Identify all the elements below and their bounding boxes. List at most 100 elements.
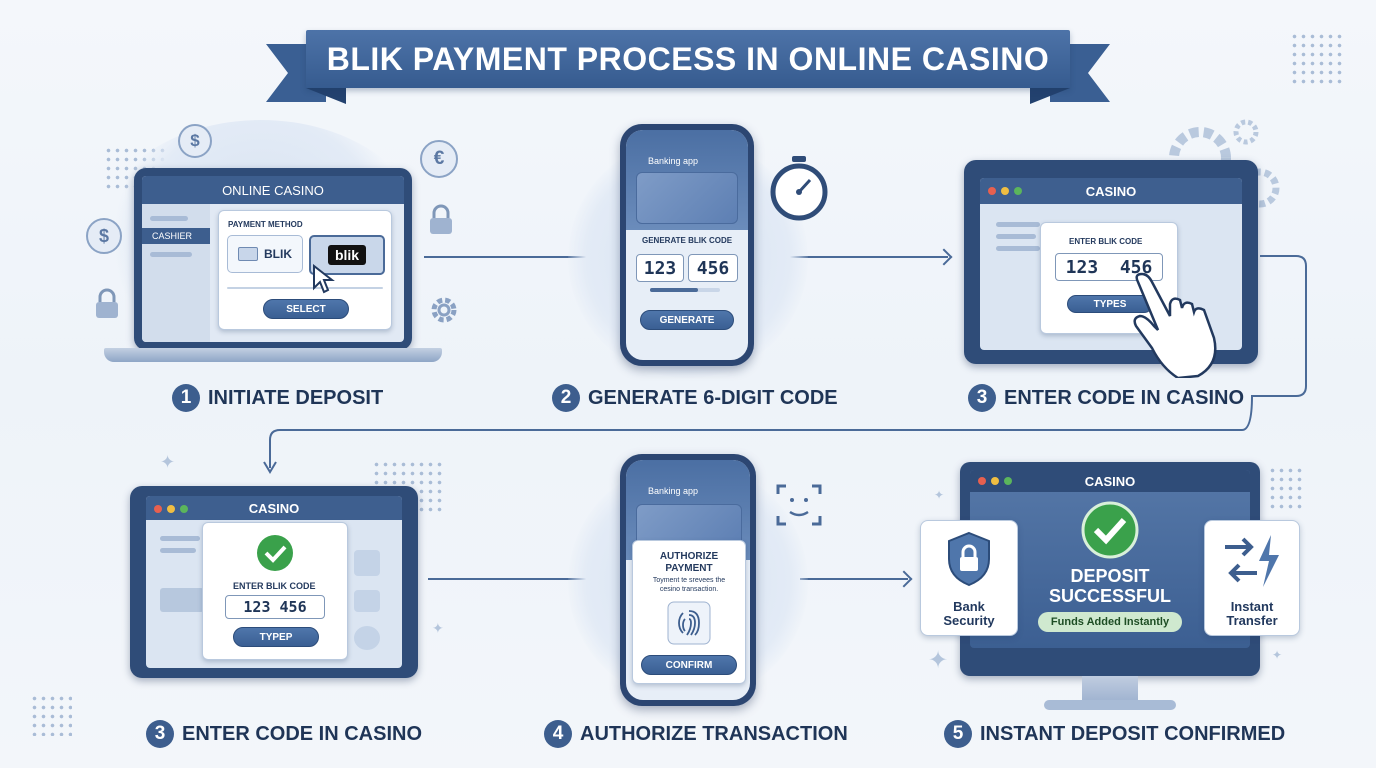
arrow-5-6 (800, 578, 908, 580)
gear-icon (1169, 119, 1280, 208)
confirm-button[interactable]: CONFIRM (641, 655, 737, 675)
laptop-base (104, 348, 442, 362)
instant-transfer-card: Instant Transfer (1204, 520, 1300, 636)
instant-transfer-label-2: Transfer (1226, 613, 1278, 628)
arrow-2-3 (790, 256, 948, 258)
bank-security-label-2: Security (943, 613, 995, 628)
stopwatch-icon (770, 156, 828, 221)
option-blik-card[interactable]: BLIK (227, 235, 303, 273)
screen-title: CASINO (970, 470, 1250, 492)
title-banner: BLIK PAYMENT PROCESS IN ONLINE CASINO (306, 30, 1070, 88)
lock-tile (354, 550, 380, 576)
funds-badge: Funds Added Instantly (1038, 612, 1182, 632)
option-blik-label: BLIK (264, 247, 292, 261)
content-block (160, 588, 204, 612)
gear-icon (431, 297, 457, 323)
code-label: ENTER BLIK CODE (233, 581, 316, 591)
sparkle-icon: ✦ (432, 620, 444, 636)
check-icon (257, 535, 293, 571)
option-blik-logo[interactable]: blik (309, 235, 385, 275)
phone-generate: Banking app GENERATE BLIK CODE 123 456 G… (620, 124, 754, 366)
code-part-a: 123 (636, 254, 684, 282)
check-icon (1081, 501, 1139, 559)
arrow-1-2 (424, 256, 596, 258)
laptop-screen: ONLINE CASINO CASHIER PAYMENT METHOD BLI… (142, 176, 404, 342)
code-label: GENERATE BLIK CODE (642, 236, 733, 245)
transfer-icon (1225, 535, 1279, 587)
decor-dots (30, 694, 72, 736)
hand-icon (1133, 272, 1217, 378)
authorize-text-1: Toyment te srevees the (652, 577, 726, 584)
shield-icon (948, 531, 990, 587)
app-title: Banking app (648, 486, 699, 496)
payment-method-label: PAYMENT METHOD (228, 220, 303, 229)
step-number: 1 (172, 384, 200, 412)
connector-arrow (263, 255, 1307, 474)
dollar-icon: $ (86, 218, 122, 254)
authorize-text-2: cesino transaction. (659, 586, 719, 593)
decor-dots (1290, 32, 1344, 86)
code-label: ENTER BLIK CODE (1069, 237, 1143, 246)
content-line (996, 222, 1040, 227)
page-title: BLIK PAYMENT PROCESS IN ONLINE CASINO (326, 40, 1050, 77)
gear-tile (354, 626, 380, 650)
authorize-title-1: AUTHORIZE (659, 551, 719, 562)
face-id-icon (776, 484, 822, 526)
monitor-stand (1044, 700, 1176, 710)
authorize-title-2: PAYMENT (665, 563, 713, 574)
arrow-4-5 (428, 578, 596, 580)
screen-title: CASINO (146, 496, 402, 520)
phone-screen: Banking app GENERATE BLIK CODE 123 456 G… (626, 130, 748, 360)
bank-card (636, 172, 738, 224)
generate-button[interactable]: GENERATE (640, 310, 734, 330)
bank-security-label-1: Bank (953, 599, 985, 614)
step-number: 5 (944, 720, 972, 748)
step-number: 3 (146, 720, 174, 748)
screen-title: CASINO (980, 178, 1242, 204)
app-title: Banking app (648, 156, 699, 166)
card-icon (238, 247, 258, 261)
sparkle-icon: ✦ (160, 452, 176, 472)
step-number: 2 (552, 384, 580, 412)
success-title-1: DEPOSIT (1070, 566, 1150, 586)
lock-icon (96, 288, 118, 318)
sidebar-item-cashier[interactable]: CASHIER (142, 228, 210, 244)
sidebar: CASHIER (142, 204, 210, 342)
code-input[interactable]: 123 456 (225, 595, 325, 619)
decor-dots (1268, 466, 1304, 510)
screen-title: ONLINE CASINO (142, 176, 404, 204)
step-number: 4 (544, 720, 572, 748)
fingerprint-icon[interactable] (667, 601, 711, 645)
monitor-neck (1082, 676, 1138, 702)
step-number: 3 (968, 384, 996, 412)
code-part-b: 456 (688, 254, 738, 282)
blik-logo: blik (327, 245, 367, 265)
lock-icon (430, 204, 452, 234)
instant-transfer-label-1: Instant (1230, 599, 1274, 614)
sparkle-icon: ✦ (928, 647, 949, 674)
select-button[interactable]: SELECT (263, 299, 349, 319)
sparkle-icon: ✦ (1272, 648, 1283, 662)
sidebar-line (150, 252, 192, 257)
divider (227, 287, 383, 289)
content-line (996, 234, 1036, 239)
sparkle-icon: ✦ (934, 488, 945, 502)
bank-security-card: Bank Security (920, 520, 1018, 636)
enter-code-card: ENTER BLIK CODE 123 456 TYPEP (202, 522, 348, 660)
authorize-card: AUTHORIZE PAYMENT Toyment te srevees the… (632, 540, 746, 684)
progress-fill (650, 288, 698, 292)
tile (354, 590, 380, 612)
euro-icon: € (420, 140, 458, 178)
dollar-icon: $ (178, 124, 212, 158)
content-line (996, 246, 1040, 251)
content-line (160, 548, 196, 553)
cursor-icon (313, 264, 335, 294)
payment-method-card: PAYMENT METHOD BLIK blik SELECT (218, 210, 392, 330)
type-button[interactable]: TYPEP (233, 627, 319, 647)
